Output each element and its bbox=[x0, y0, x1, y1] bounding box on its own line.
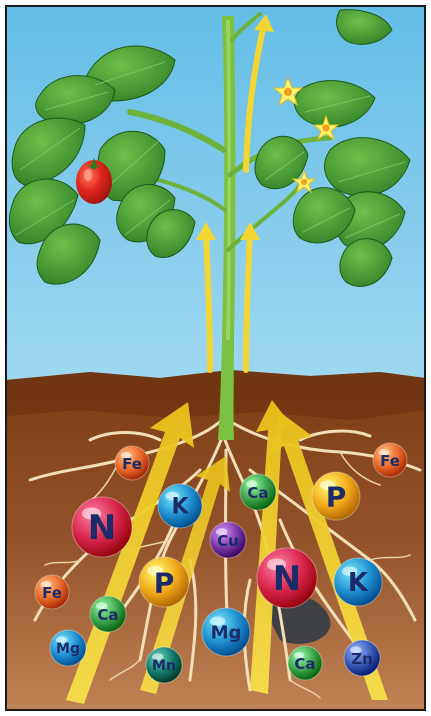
nutrient-label: P bbox=[154, 567, 175, 600]
nutrient-n-right: N bbox=[257, 548, 317, 608]
nutrient-ca-right: Ca bbox=[288, 646, 322, 680]
nutrient-label: Fe bbox=[42, 584, 62, 602]
nutrient-mg-center: Mg bbox=[202, 608, 250, 656]
nutrient-label: Ca bbox=[97, 606, 118, 624]
nutrient-k-right: K bbox=[334, 558, 382, 606]
nutrient-label: N bbox=[88, 508, 116, 548]
nutrient-label: N bbox=[273, 559, 301, 599]
nutrient-fe-left-bottom: Fe bbox=[35, 575, 69, 609]
nutrient-p-left: P bbox=[139, 557, 189, 607]
nutrient-n-left: N bbox=[72, 497, 132, 557]
nutrient-label: K bbox=[171, 495, 189, 520]
nutrient-label: Zn bbox=[351, 650, 373, 668]
nutrient-label: P bbox=[326, 481, 347, 514]
nutrient-fe-left-top: Fe bbox=[115, 446, 149, 480]
nutrient-label: Mg bbox=[56, 641, 80, 657]
nutrient-mg-left: Mg bbox=[50, 630, 86, 666]
nutrient-label: Mn bbox=[152, 658, 176, 674]
nutrient-label: Mg bbox=[211, 623, 242, 644]
nutrient-zn: Zn bbox=[344, 640, 380, 676]
nutrient-label: Ca bbox=[247, 484, 268, 502]
nutrient-fe-right-top: Fe bbox=[373, 443, 407, 477]
nutrient-label: Cu bbox=[217, 532, 239, 550]
nutrient-label: Fe bbox=[122, 455, 142, 473]
nutrient-ca-center: Ca bbox=[240, 474, 276, 510]
nutrient-label: Fe bbox=[380, 452, 400, 470]
nutrient-label: K bbox=[348, 568, 369, 598]
nutrient-label: Ca bbox=[294, 655, 315, 673]
nutrient-mn: Mn bbox=[146, 647, 182, 683]
nutrient-ca-left: Ca bbox=[90, 596, 126, 632]
nutrient-p-right: P bbox=[312, 472, 360, 520]
nutrient-cu: Cu bbox=[210, 522, 246, 558]
nutrient-k-left: K bbox=[158, 484, 202, 528]
